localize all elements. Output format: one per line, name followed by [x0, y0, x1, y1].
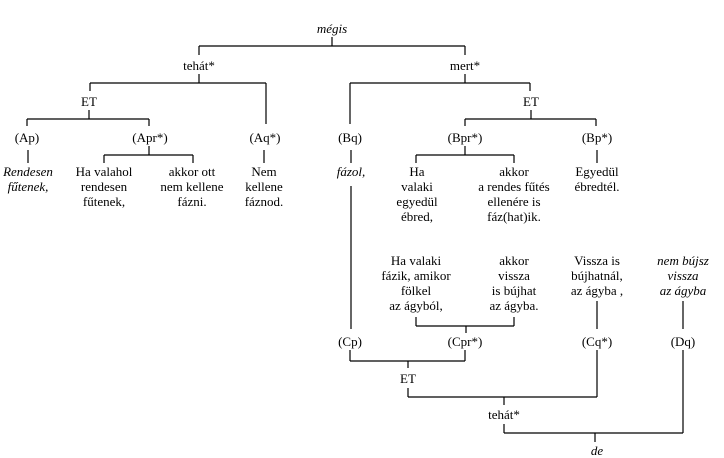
- text-line: fázni.: [177, 194, 206, 209]
- node-mert: mert*: [450, 58, 480, 73]
- text-line: ébred,: [401, 209, 433, 224]
- text-line: valaki: [401, 179, 433, 194]
- node-et-c: ET: [400, 371, 416, 386]
- node-cp: (Cp): [338, 334, 362, 349]
- tree-connectors: [26, 37, 684, 442]
- text-line: a rendes fűtés: [478, 179, 549, 194]
- node-cq: (Cq*): [582, 334, 612, 349]
- text-line: vissza: [667, 268, 699, 283]
- text-line: Ha valahol: [76, 164, 133, 179]
- node-tehat-top: tehát*: [183, 58, 215, 73]
- text-line: az ágyba: [660, 283, 707, 298]
- node-tehat-bottom: tehát*: [488, 407, 520, 422]
- text-line: ellenére is: [487, 194, 540, 209]
- text-line: nem kellene: [160, 179, 223, 194]
- node-ap: (Ap): [15, 130, 40, 145]
- text-line: bújhatnál,: [571, 268, 623, 283]
- text-line: ébredtél.: [574, 179, 619, 194]
- text-line: az ágyból,: [389, 298, 442, 313]
- text-line: az ágyba ,: [571, 283, 623, 298]
- node-cpr: (Cpr*): [448, 334, 483, 349]
- text-line: is bújhat: [492, 283, 537, 298]
- text-line: Rendesen: [2, 164, 53, 179]
- node-root-megis: mégis: [317, 21, 347, 36]
- text-line: Vissza is: [574, 253, 620, 268]
- node-de: de: [591, 443, 604, 458]
- text-line: Ha: [409, 164, 424, 179]
- text-line: fűtenek,: [83, 194, 125, 209]
- text-line: Nem: [251, 164, 276, 179]
- node-dq: (Dq): [671, 334, 696, 349]
- text-line: Egyedül: [575, 164, 619, 179]
- text-bq: fázol,: [337, 164, 366, 179]
- text-line: egyedül: [396, 194, 438, 209]
- text-line: fázik, amikor: [381, 268, 451, 283]
- node-aq: (Aq*): [249, 130, 280, 145]
- text-line: rendesen: [81, 179, 128, 194]
- text-line: nem bújsz: [657, 253, 709, 268]
- text-line: fölkel: [401, 283, 432, 298]
- text-line: akkor: [499, 253, 529, 268]
- text-line: Ha valaki: [391, 253, 442, 268]
- node-bq: (Bq): [338, 130, 362, 145]
- text-line: fázol,: [337, 164, 366, 179]
- node-bpr: (Bpr*): [448, 130, 483, 145]
- node-et-b: ET: [523, 94, 539, 109]
- text-line: kellene: [245, 179, 283, 194]
- text-line: az ágyba.: [489, 298, 538, 313]
- text-line: vissza: [498, 268, 530, 283]
- text-line: fáz(hat)ik.: [487, 209, 541, 224]
- tree-nodes: mégis tehát* mert* ET ET (Ap) (Apr*) (Aq…: [15, 21, 696, 458]
- node-bp: (Bp*): [582, 130, 612, 145]
- text-line: akkor ott: [169, 164, 216, 179]
- text-line: fűtenek,: [8, 179, 49, 194]
- text-line: akkor: [499, 164, 529, 179]
- text-line: fáznod.: [245, 194, 284, 209]
- node-et-a: ET: [81, 94, 97, 109]
- node-apr: (Apr*): [132, 130, 167, 145]
